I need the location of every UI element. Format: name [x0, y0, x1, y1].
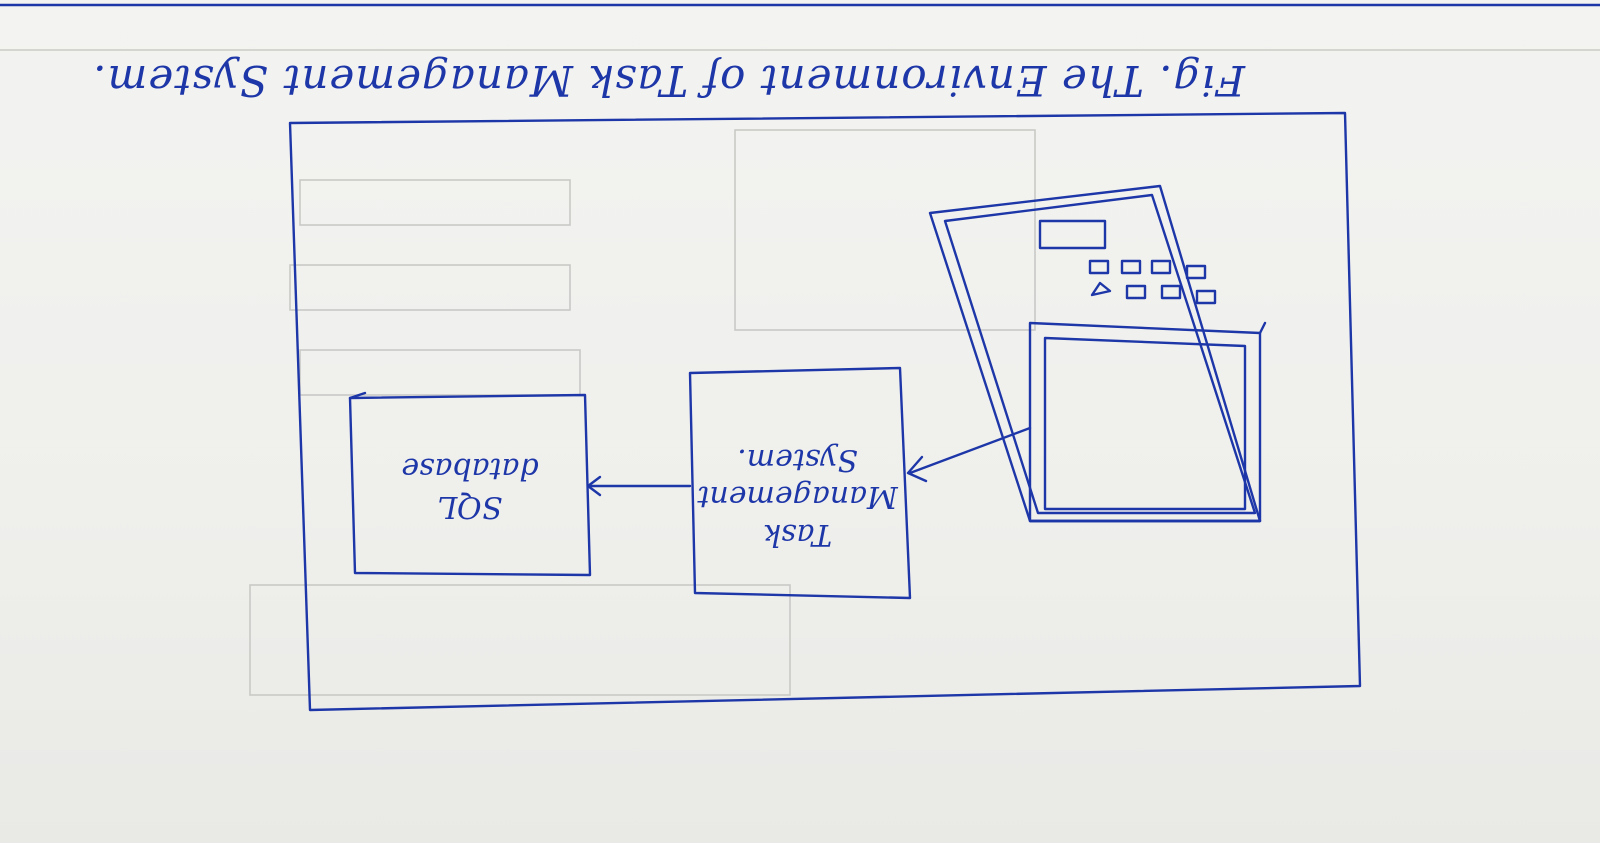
laptop-icon — [928, 184, 1267, 523]
tms-box — [688, 366, 912, 600]
tms-label-line-2: Management — [697, 479, 898, 515]
tms-label-line-3: System. — [737, 442, 858, 477]
tms-label-line-1: Task — [762, 517, 833, 552]
db-label-line-1: SQL — [437, 489, 503, 524]
figure-caption: Fig. The Environment of Task Management … — [92, 56, 1245, 105]
arrow-tms-to-db — [586, 475, 692, 497]
db-label-line-2: database — [401, 451, 539, 487]
tms-box-label: Task Management System. — [695, 441, 900, 554]
environment-boundary — [288, 111, 1362, 712]
db-box-label: SQL database — [355, 450, 585, 525]
arrow-laptop-to-tms — [906, 426, 1032, 483]
